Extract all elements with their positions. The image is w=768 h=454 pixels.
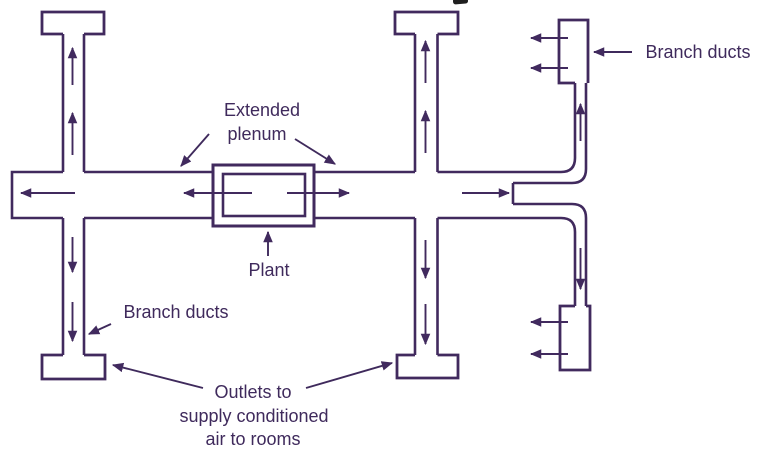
outlets-text-line1: Outlets to <box>214 382 291 402</box>
label-branch-ducts-left: Branch ducts <box>87 302 229 335</box>
outlet-box-top-center <box>393 10 460 36</box>
label-branch-ducts-right: Branch ducts <box>592 42 751 62</box>
outlets-leader-right <box>305 361 394 389</box>
plenum-bottom-edge-to-lower-branch <box>437 216 577 306</box>
plant-outer-box <box>211 163 316 228</box>
plant-unit <box>211 163 316 228</box>
plenum-mid-section <box>314 170 415 220</box>
airflow-arrows <box>19 33 586 359</box>
outlet-box-top-left <box>40 10 106 36</box>
outlets-leader-left <box>111 362 204 389</box>
plant-inner-box <box>221 172 307 218</box>
left-vertical-branch-duct <box>61 34 86 355</box>
plenum-left-section <box>84 170 213 220</box>
outlet-box-top-right <box>557 18 590 85</box>
outlets-text-line2: supply conditioned <box>179 406 328 426</box>
branch-ducts-left-leader <box>87 323 112 335</box>
branch-ducts-right-text: Branch ducts <box>645 42 750 62</box>
extended-plenum-text-line2: plenum <box>227 124 286 144</box>
extended-plenum-leader-left <box>180 133 210 167</box>
extended-plenum-text-line1: Extended <box>224 100 300 120</box>
outlets-text-line3: air to rooms <box>205 429 300 449</box>
outlet-box-bottom-right <box>558 304 592 372</box>
plenum-left-end <box>10 170 63 220</box>
plenum-top-edge-to-upper-branch <box>437 83 577 174</box>
extended-plenum-leader-right <box>294 138 336 165</box>
label-outlets-caption: Outlets to supply conditioned air to roo… <box>111 361 394 449</box>
plant-text: Plant <box>248 260 289 280</box>
label-extended-plenum: Extended plenum <box>180 100 336 167</box>
outlet-box-bottom-center <box>395 353 460 380</box>
label-plant: Plant <box>248 230 290 280</box>
upper-branch-inner-wall <box>513 83 588 185</box>
duct-network <box>10 34 588 355</box>
branch-ducts-left-text: Branch ducts <box>123 302 228 322</box>
cropped-title-fragment <box>452 0 469 5</box>
lower-branch-inner-wall <box>513 202 588 306</box>
outlet-box-bottom-left <box>40 353 107 381</box>
center-vertical-branch-duct <box>413 34 439 355</box>
